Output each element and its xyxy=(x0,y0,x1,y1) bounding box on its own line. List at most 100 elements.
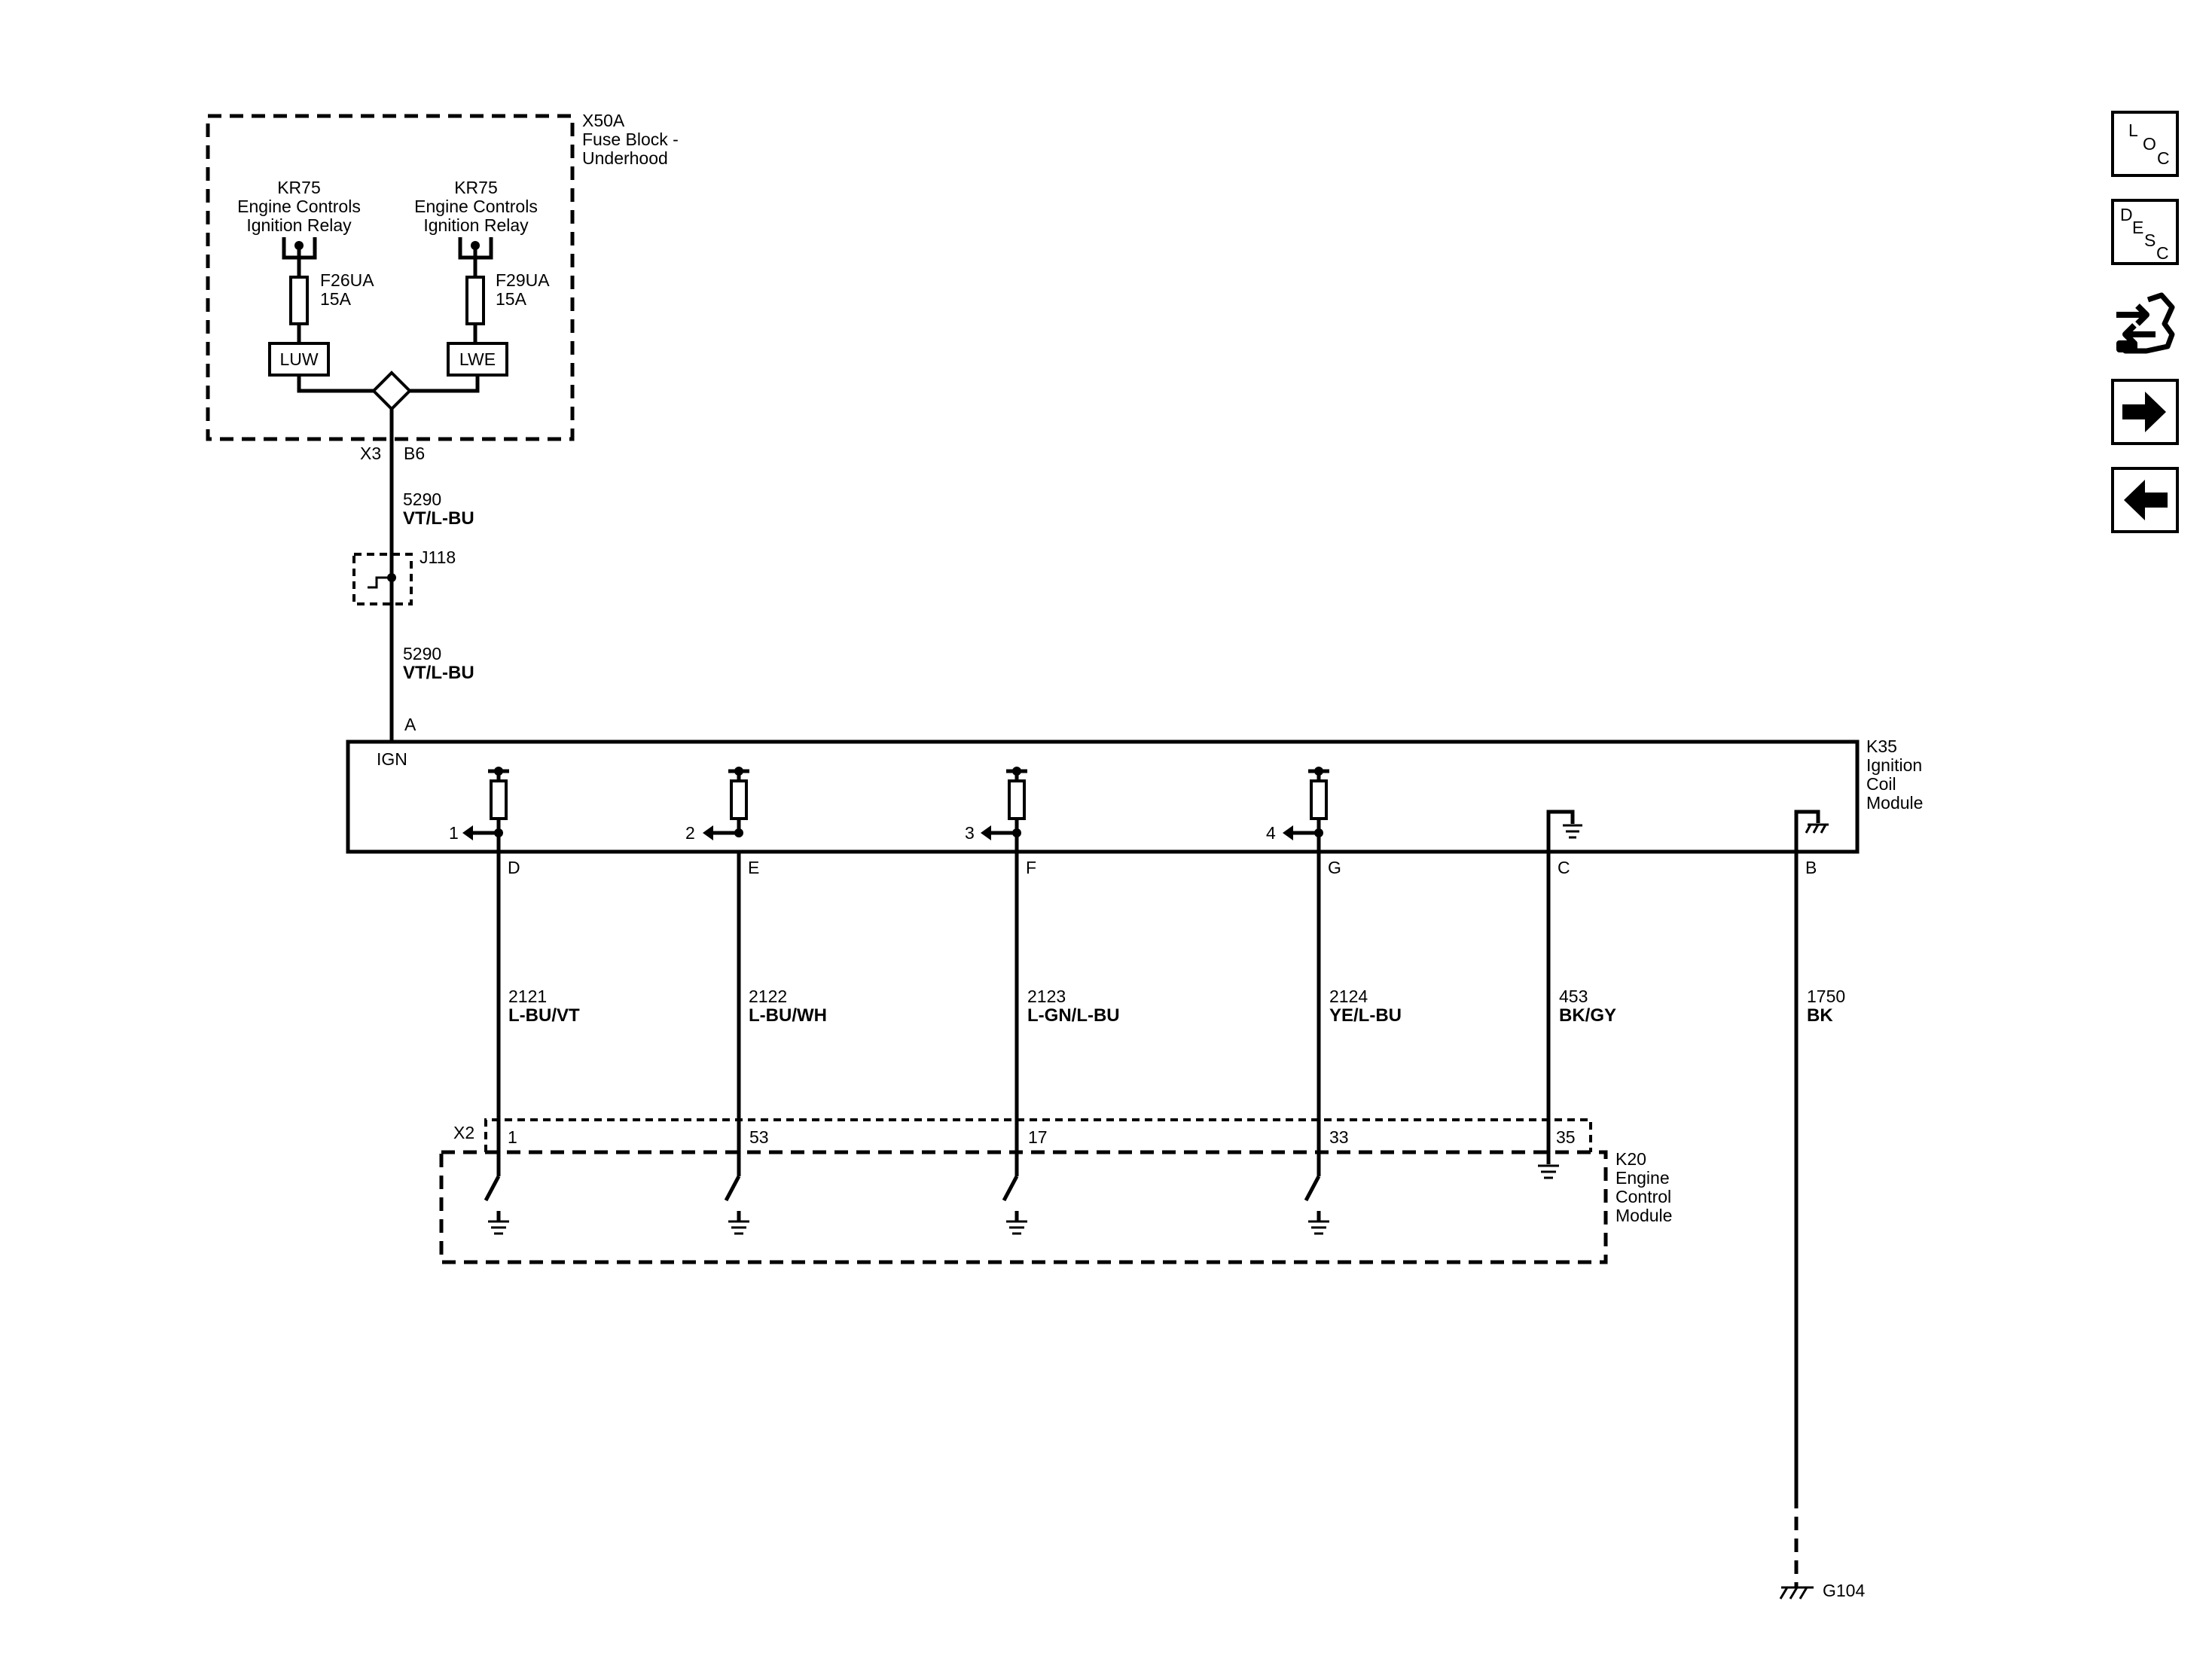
splice-label: J118 xyxy=(420,547,456,567)
chassis-ground-pin: B xyxy=(1805,858,1817,877)
wire-2122-color: L-BU/WH xyxy=(749,1005,827,1026)
nav-button-location[interactable]: L O C xyxy=(2111,111,2179,177)
location-letter-c: C xyxy=(2157,148,2170,168)
coil-1-resistor xyxy=(490,779,508,820)
coil-driver-1: 1 xyxy=(449,767,509,843)
back-arrow-icon xyxy=(2124,480,2168,520)
ecm-outline xyxy=(439,1150,1608,1264)
fuse-right-label-box xyxy=(447,342,508,377)
fuse-block-outline xyxy=(206,114,575,441)
coil-driver-4: 4 xyxy=(1266,767,1329,843)
ecm-ground-icon xyxy=(1538,1164,1559,1179)
fuse-block-id: X50A xyxy=(582,111,625,130)
forward-arrow-icon xyxy=(2122,392,2166,432)
wire-1750-color: BK xyxy=(1807,1005,1833,1026)
wire-2124-color: YE/L-BU xyxy=(1329,1005,1402,1026)
feed-upper-circuit: 5290 xyxy=(403,489,441,509)
ground-g104-label: G104 xyxy=(1823,1581,1865,1600)
relay-left-line2: Ignition Relay xyxy=(246,215,352,235)
coil-3-arrow xyxy=(981,825,991,840)
coil-driver-3: 3 xyxy=(965,767,1027,843)
coil-3-number: 3 xyxy=(965,823,975,843)
ecm-pin-coil-2: 53 xyxy=(749,1127,769,1147)
wire-2124-circuit: 2124 xyxy=(1329,987,1368,1006)
bus-left xyxy=(297,375,375,393)
ecm-name-line3: Module xyxy=(1616,1206,1672,1225)
ecm-pin-ground: 35 xyxy=(1556,1127,1576,1147)
coil-2-resistor xyxy=(730,779,748,820)
coil-module-outline xyxy=(346,740,1860,854)
location-letter-o: O xyxy=(2143,134,2156,154)
fuse-f29ua xyxy=(465,276,485,325)
fuse-left-rating: 15A xyxy=(320,289,352,309)
end-view-arrow-right xyxy=(2116,303,2149,326)
coil-3-pin: F xyxy=(1026,858,1036,877)
chassis-ground-icon xyxy=(1805,823,1829,834)
coil-4-resistor xyxy=(1310,779,1328,820)
relay-right-id: KR75 xyxy=(454,178,498,197)
coil-3-resistor xyxy=(1008,779,1026,820)
coil-4-arrow xyxy=(1283,825,1293,840)
ecm-id: K20 xyxy=(1616,1149,1646,1169)
coil-2-number: 2 xyxy=(685,823,695,843)
splice-j118-dot xyxy=(387,573,396,582)
ecm-pin-coil-3: 17 xyxy=(1028,1127,1048,1147)
end-view-wrench xyxy=(2116,340,2137,352)
coil-module-feed-pin: A xyxy=(404,715,416,734)
description-letter-e: E xyxy=(2132,218,2143,237)
ecm-connector: X2 xyxy=(453,1123,474,1142)
description-letter-c: C xyxy=(2156,243,2169,263)
wire-453-circuit: 453 xyxy=(1559,987,1588,1006)
ecm-name-line1: Engine xyxy=(1616,1168,1670,1188)
nav-button-description[interactable]: D E S C xyxy=(2111,199,2179,265)
ecm-connector-x2-outline xyxy=(484,1118,1592,1152)
description-letter-s: S xyxy=(2144,230,2156,250)
feed-lower-circuit: 5290 xyxy=(403,644,441,663)
ground-g104-icon xyxy=(1779,1586,1814,1600)
connector-end-view-icon[interactable] xyxy=(2113,285,2177,357)
coil-4-number: 4 xyxy=(1266,823,1276,843)
coil-1-arrow xyxy=(462,825,473,840)
ecm-driver-switch-3 xyxy=(1002,1175,1027,1235)
internal-splice-diamond xyxy=(371,371,412,411)
wire-2123-color: L-GN/L-BU xyxy=(1027,1005,1120,1026)
fuse-f26ua xyxy=(289,276,309,325)
engine-control-module-k20: X2 K20 Engine Control Module 1 53 17 33 … xyxy=(439,1118,1672,1264)
relay-right-line1: Engine Controls xyxy=(414,197,538,216)
location-letter-l: L xyxy=(2128,120,2138,140)
coil-module-ign-label: IGN xyxy=(377,749,407,769)
location-button-frame[interactable] xyxy=(2111,111,2179,177)
fuse-right-id: F29UA xyxy=(496,270,550,290)
ecm-pin-coil-1: 1 xyxy=(508,1127,517,1147)
nav-button-forward[interactable] xyxy=(2111,379,2179,445)
ignition-coil-module-k35: IGN K35 Ignition Coil Module 1 2 xyxy=(346,737,1923,854)
fuse-right-rating: 15A xyxy=(496,289,527,309)
fuse-block-pin: B6 xyxy=(404,444,425,463)
wire-453-color: BK/GY xyxy=(1559,1005,1616,1026)
nav-button-back[interactable] xyxy=(2111,467,2179,533)
ecm-driver-switch-2 xyxy=(724,1175,749,1235)
fuse-right-label: LWE xyxy=(459,349,496,369)
wire-2123-circuit: 2123 xyxy=(1027,987,1066,1006)
coil-module-chassis-ground-wire xyxy=(1794,810,1820,852)
ground-g104: G104 xyxy=(1779,1495,1865,1600)
signal-ground-pin: C xyxy=(1558,858,1570,877)
wire-2121-circuit: 2121 xyxy=(508,987,547,1006)
coil-1-number: 1 xyxy=(449,823,459,843)
description-letter-d: D xyxy=(2120,205,2133,224)
ecm-name-line2: Control xyxy=(1616,1187,1671,1206)
coil-module-name-line3: Module xyxy=(1866,793,1923,813)
relay-left-line1: Engine Controls xyxy=(237,197,361,216)
signal-ground-icon xyxy=(1563,824,1582,839)
coil-2-arrow xyxy=(703,825,713,840)
description-button-frame[interactable] xyxy=(2111,199,2179,265)
fuse-block-connector: X3 xyxy=(360,444,381,463)
fuse-left-label: LUW xyxy=(279,349,318,369)
coil-module-name-line1: Ignition xyxy=(1866,755,1922,775)
feed-wire-5290: 5290 VT/L-BU J118 5290 VT/L-BU A xyxy=(352,409,474,742)
fuse-block-x50a: X50A Fuse Block - Underhood KR75 Engine … xyxy=(206,111,679,463)
splice-j118-outline xyxy=(352,553,413,605)
coil-driver-2: 2 xyxy=(685,767,749,843)
ecm-pin-coil-4: 33 xyxy=(1329,1127,1349,1147)
